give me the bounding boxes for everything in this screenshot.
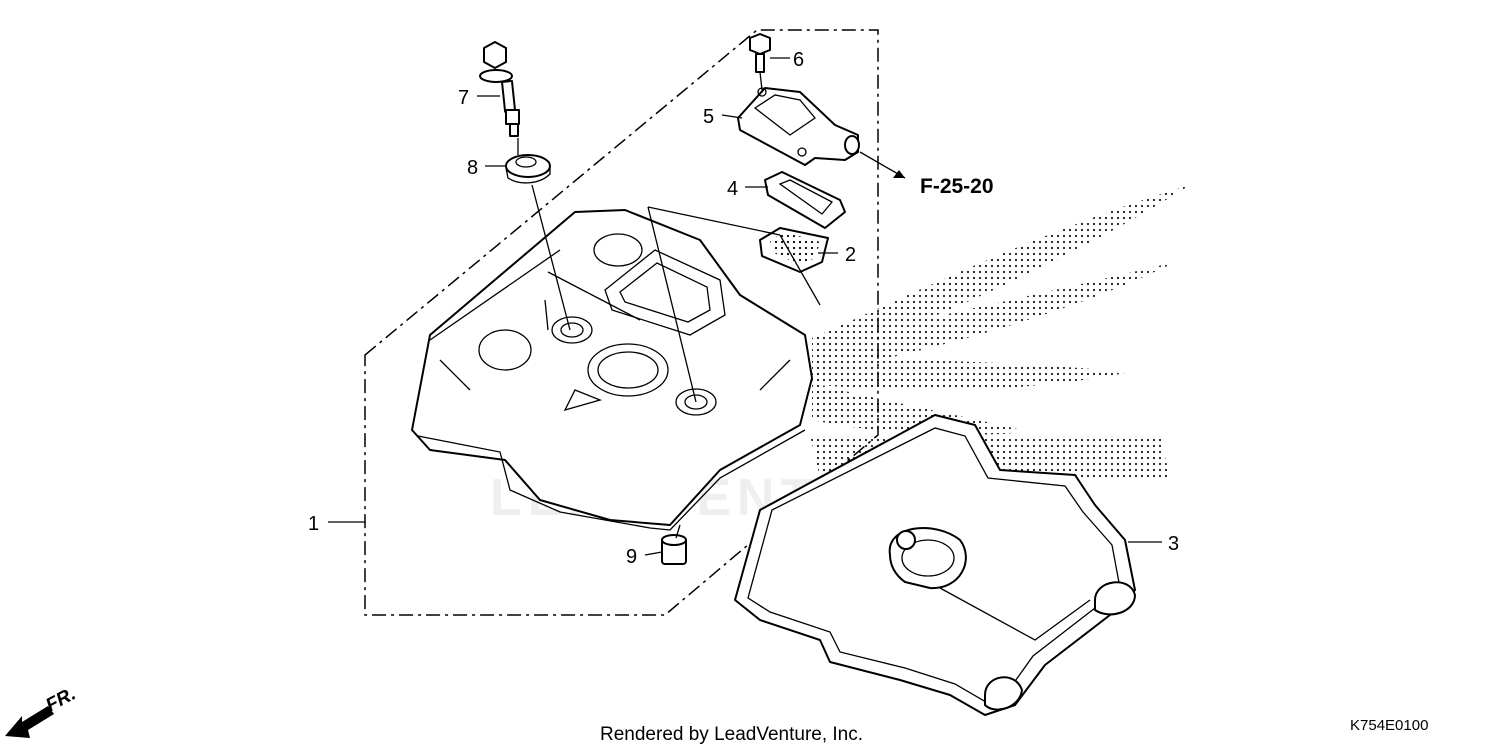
- special-bolt-part: [479, 41, 520, 137]
- breather-plate-part: [759, 227, 829, 273]
- callout-1: 1: [308, 513, 319, 535]
- wing-logo: [810, 185, 1190, 478]
- callout-9: 9: [626, 546, 637, 568]
- front-direction-arrow-icon: FR.: [5, 684, 79, 738]
- separator-packing-part: [764, 171, 846, 229]
- footer-credit: Rendered by LeadVenture, Inc.: [600, 724, 863, 745]
- callout-3: 3: [1168, 533, 1179, 555]
- assembly-lines: [517, 71, 821, 539]
- callout-6: 6: [793, 49, 804, 71]
- reference-label[interactable]: F-25-20: [920, 175, 994, 198]
- callout-8: 8: [467, 157, 478, 179]
- dowel-pin-part: [661, 534, 687, 565]
- leader-lines: [328, 57, 1162, 556]
- callout-5: 5: [703, 106, 714, 128]
- seal-washer-part: [505, 154, 551, 184]
- flange-bolt-small-part: [749, 33, 771, 73]
- callout-7: 7: [458, 87, 469, 109]
- cylinder-head-cover-part: [411, 209, 813, 531]
- callout-4: 4: [727, 178, 738, 200]
- assembly-boundary: [364, 29, 879, 616]
- reference-arrow-head: [893, 170, 905, 178]
- callout-2: 2: [845, 244, 856, 266]
- breather-cover-part: [737, 87, 860, 166]
- head-cover-gasket-part: [734, 414, 1136, 716]
- diagram-code: K754E0100: [1350, 717, 1428, 734]
